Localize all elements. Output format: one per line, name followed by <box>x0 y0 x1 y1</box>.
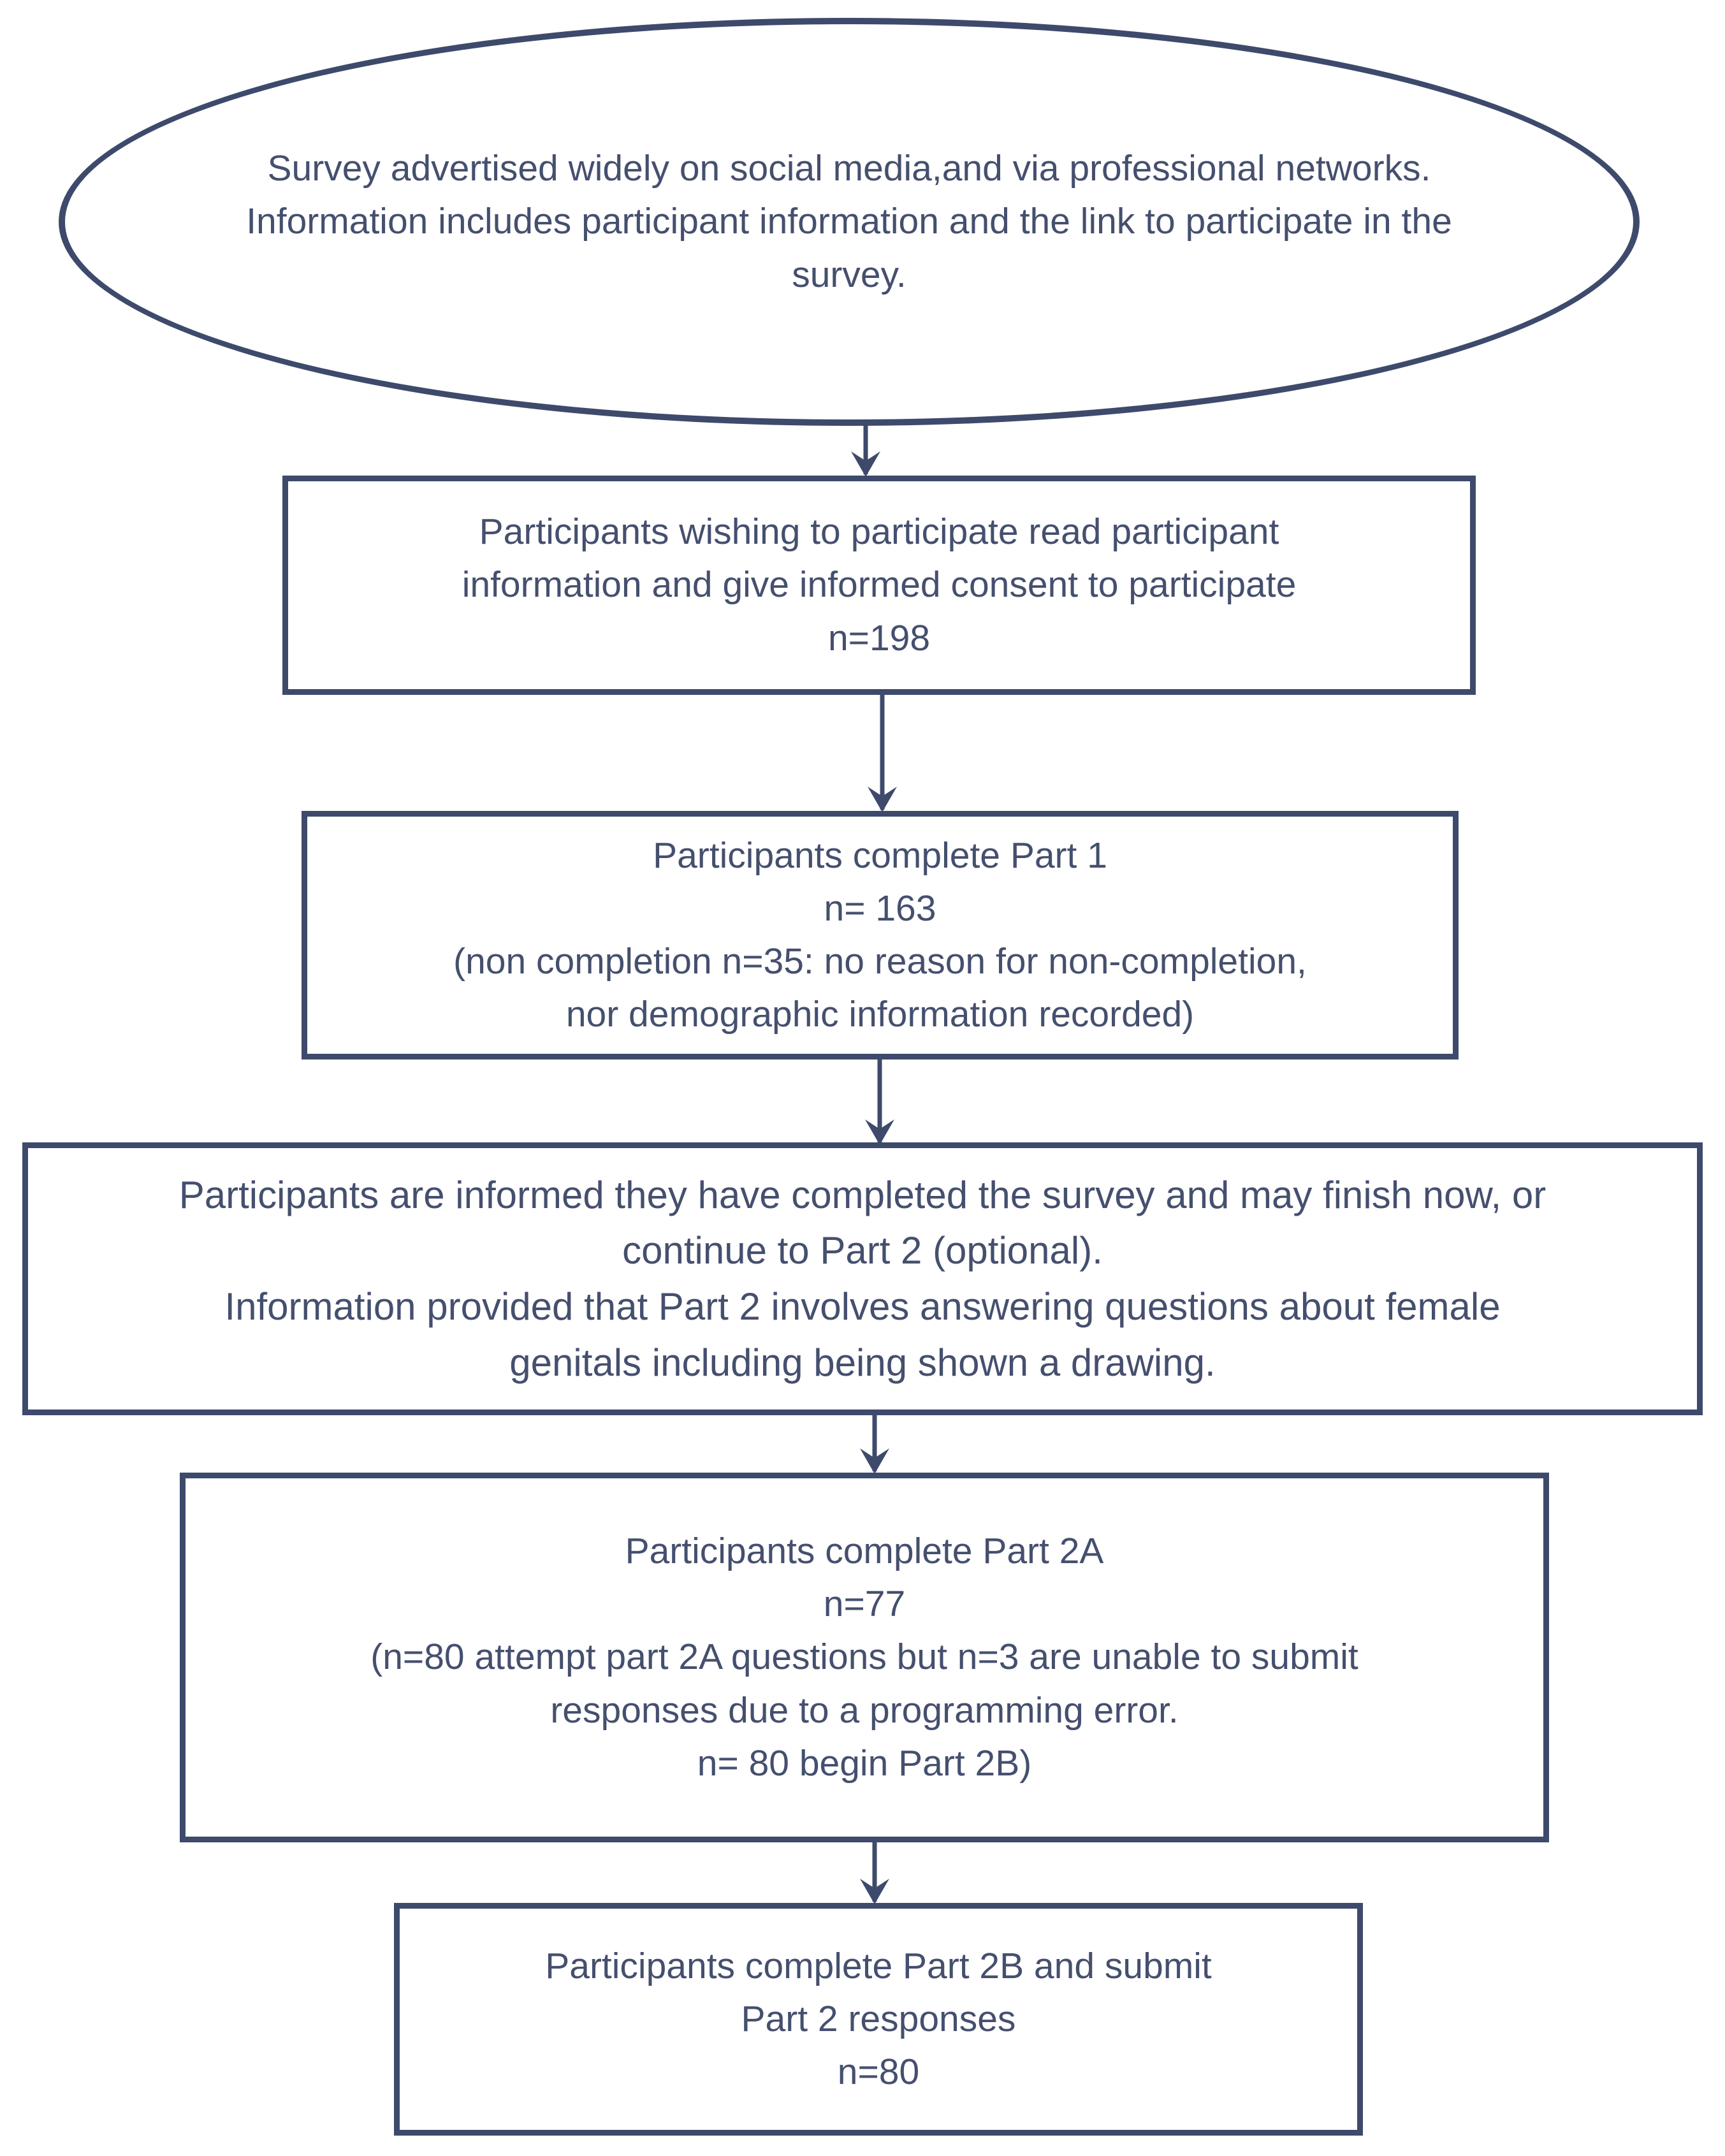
flow-arrow-2-down-icon <box>868 692 897 812</box>
node-complete-part-2b-text: Participants complete Part 2B and submit… <box>545 1945 1212 2093</box>
node-survey-advertised-text: Survey advertised widely on social media… <box>246 148 1452 295</box>
node-part-2-option-text: Participants are informed they have comp… <box>178 1173 1547 1384</box>
flow-arrow-3-down-icon <box>865 1057 894 1145</box>
node-complete-part-1: Participants complete Part 1 n= 163 (non… <box>302 811 1459 1060</box>
node-complete-part-2a: Participants complete Part 2A n=77 (n=80… <box>180 1473 1549 1842</box>
flow-arrow-1-down-icon <box>851 421 880 477</box>
node-informed-consent-text: Participants wishing to participate read… <box>462 511 1297 659</box>
node-complete-part-2b: Participants complete Part 2B and submit… <box>394 1903 1363 2136</box>
node-part-2-option: Participants are informed they have comp… <box>22 1142 1703 1415</box>
node-informed-consent: Participants wishing to participate read… <box>282 476 1476 695</box>
node-complete-part-1-text: Participants complete Part 1 n= 163 (non… <box>453 834 1307 1035</box>
flow-arrow-5-down-icon <box>860 1840 889 1904</box>
node-complete-part-2a-text: Participants complete Part 2A n=77 (n=80… <box>370 1530 1358 1784</box>
flow-arrow-4-down-icon <box>860 1413 889 1474</box>
node-survey-advertised: Survey advertised widely on social media… <box>59 18 1640 426</box>
